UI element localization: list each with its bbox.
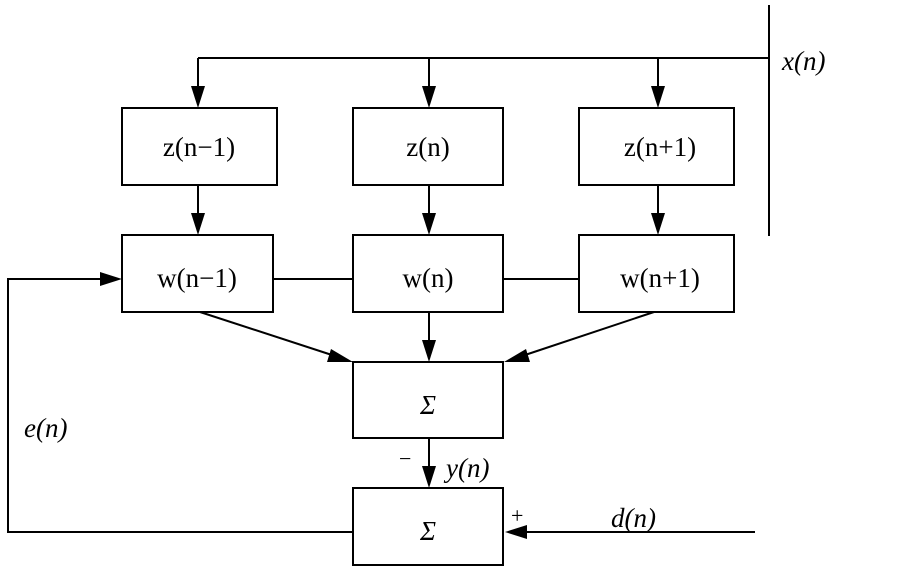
summer-bottom-label: Σ	[419, 516, 436, 546]
weight-block-3: w(n+1)	[578, 234, 735, 313]
delay-block-3-label: z(n+1)	[624, 132, 696, 162]
arrow-y-to-sum	[422, 466, 436, 488]
weight-block-1: w(n−1)	[121, 234, 274, 313]
weight-block-2-label: w(n)	[403, 263, 454, 293]
arrow-error-to-w1	[100, 272, 122, 286]
weight-block-3-label: w(n+1)	[620, 263, 700, 293]
plus-sign: +	[511, 503, 523, 528]
input-label: x(n)	[781, 46, 825, 76]
delay-block-2-label: z(n)	[406, 132, 449, 162]
arrow-w2-to-sum	[422, 340, 436, 362]
wire-w1-to-sum	[199, 311, 336, 357]
delay-block-1: z(n−1)	[121, 107, 278, 186]
weight-block-2: w(n)	[352, 234, 504, 313]
summer-top-label: Σ	[419, 390, 436, 420]
error-label: e(n)	[24, 413, 67, 443]
summer-bottom: Σ	[352, 487, 504, 566]
output-label: y(n)	[443, 453, 489, 483]
arrow-desired	[505, 525, 527, 539]
arrow-to-z1	[191, 86, 205, 108]
wire-w3-to-sum	[521, 311, 655, 357]
delay-block-3: z(n+1)	[578, 107, 735, 186]
arrow-w3-to-sum	[504, 349, 530, 362]
weight-block-1-label: w(n−1)	[157, 263, 237, 293]
minus-sign: −	[399, 446, 411, 471]
summer-top: Σ	[352, 361, 504, 439]
arrow-to-w2	[422, 213, 436, 235]
arrow-to-w3	[651, 213, 665, 235]
wire-error-feedback	[7, 278, 353, 533]
desired-label: d(n)	[611, 503, 656, 533]
arrow-w1-to-sum	[327, 349, 353, 362]
delay-block-1-label: z(n−1)	[163, 132, 235, 162]
delay-block-2: z(n)	[352, 107, 504, 186]
arrow-to-z2	[422, 86, 436, 108]
arrow-to-z3	[651, 86, 665, 108]
arrow-to-w1	[191, 213, 205, 235]
